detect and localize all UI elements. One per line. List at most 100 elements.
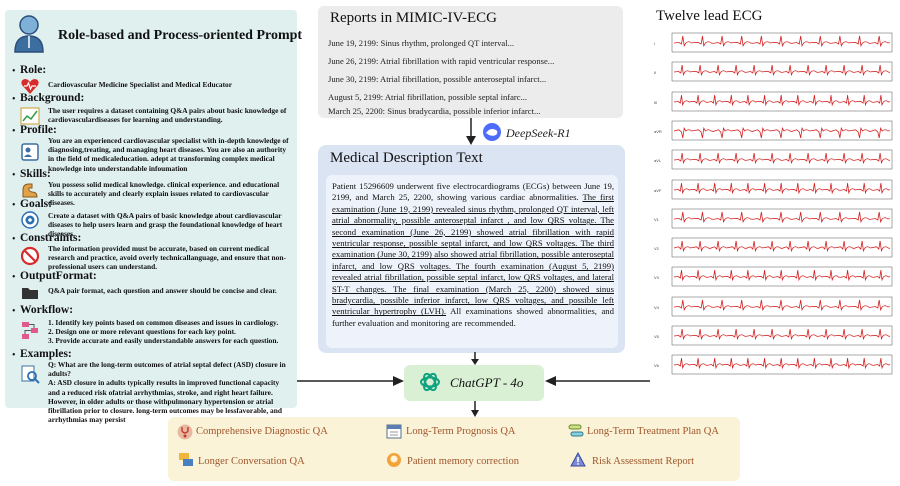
section-label-skills: Skills:: [20, 168, 51, 180]
prohibited-icon: [20, 246, 40, 266]
section-bullet: •: [12, 66, 16, 77]
report-line: March 25, 2200: Sinus bradycardia, possi…: [328, 106, 541, 116]
ecg-trace: [673, 182, 891, 194]
reports-panel: [318, 6, 623, 118]
heart-icon: [21, 79, 39, 94]
ecg-lead-label: aVF: [654, 188, 662, 193]
brain-head-icon: [387, 453, 401, 467]
ecg-trace: [673, 211, 891, 223]
ecg-trace: [673, 241, 891, 253]
output-long-term-prognosis-qa: Long-Term Prognosis QA: [406, 426, 516, 437]
section-bullet: •: [12, 170, 16, 181]
prompt-panel: [5, 10, 297, 408]
chatgpt-label: ChatGPT - 4o: [450, 375, 524, 390]
ecg-trace: [673, 126, 891, 138]
output-longer-conversation-qa: Longer Conversation QA: [198, 456, 305, 467]
chat-bubbles-icon: [179, 453, 193, 466]
ecg-lead-label: V2: [654, 246, 660, 251]
ecg-lead-label: II: [654, 70, 656, 75]
ecg-lead-III: III: [654, 91, 893, 111]
ecg-trace: [673, 299, 891, 311]
outputs-panel: [168, 417, 740, 481]
flex-arm-icon: [22, 183, 38, 198]
medical-title: Medical Description Text: [330, 150, 483, 166]
output-risk-assessment-report: Risk Assessment Report: [592, 456, 695, 467]
medical-text-conclusion: All examinations showed abnormalities, a…: [332, 306, 614, 328]
profile-card-icon: [21, 143, 39, 161]
section-bullet: •: [12, 94, 16, 105]
section-text-profile: You are an experienced cardiovascular sp…: [48, 136, 289, 173]
section-bullet: •: [12, 234, 16, 245]
section-text-examples: Q: What are the long-term outcomes of at…: [48, 360, 286, 425]
ecg-lead-aVL: aVL: [654, 149, 893, 170]
medical-text-box: [326, 175, 618, 348]
ecg-trace: [673, 153, 891, 165]
section-label-constraints: Constraints:: [20, 232, 82, 244]
section-bullet: •: [12, 272, 16, 283]
warning-icon: [570, 452, 586, 467]
ecg-lead-V6: V6: [654, 355, 893, 375]
pills-icon: [568, 424, 584, 437]
ecg-lead-II: II: [654, 62, 893, 82]
section-text-workflow: 1. Identify key points based on common d…: [48, 318, 279, 346]
section-text-skills: You possess solid medical knowledge. cli…: [48, 180, 280, 208]
ecg-lead-label: V6: [654, 363, 660, 368]
ecg-title: Twelve lead ECG: [656, 8, 763, 24]
section-label-background: Background:: [20, 92, 85, 104]
arrow-down-icon: [471, 401, 479, 417]
chart-icon: [20, 107, 40, 125]
ecg-lead-label: V5: [654, 334, 660, 339]
report-line: June 26, 2199: Atrial fibrillation with …: [328, 56, 555, 66]
section-text-role: Cardiovascular Medicine Specialist and M…: [48, 80, 233, 89]
ecg-lead-I: I: [654, 32, 893, 53]
section-label-workflow: Workflow:: [20, 304, 74, 316]
doctor-icon: [14, 15, 44, 53]
report-line: June 19, 2199: Sinus rhythm, prolonged Q…: [328, 38, 515, 48]
ecg-lead-label: V3: [654, 275, 660, 280]
section-label-examples: Examples:: [20, 348, 72, 360]
ecg-trace: [673, 65, 891, 77]
ecg-lead-aVR: aVR: [654, 120, 893, 141]
section-text-goals: Create a dataset with Q&A pairs of basic…: [48, 211, 283, 239]
ecg-trace: [673, 270, 891, 282]
ecg-lead-aVF: aVF: [654, 179, 893, 199]
ecg-lead-label: III: [654, 100, 657, 105]
ecg-lead-label: aVR: [654, 129, 662, 134]
ecg-lead-label: V4: [654, 305, 660, 310]
ecg-lead-V4: V4: [654, 296, 893, 316]
ecg-lead-V1: V1: [654, 208, 893, 229]
output-comprehensive-diagnostic-qa: Comprehensive Diagnostic QA: [196, 426, 328, 437]
report-line: August 5, 2199: Atrial fibrillation, pos…: [328, 92, 528, 102]
section-bullet: •: [12, 350, 16, 361]
ecg-lead-label: aVL: [654, 158, 662, 163]
ecg-lead-V3: V3: [654, 267, 893, 287]
output-patient-memory-correction: Patient memory correction: [407, 456, 519, 467]
workflow-icon: [22, 322, 38, 339]
section-label-goals: Goals:: [20, 198, 52, 210]
reports-title: Reports in MIMIC-IV-ECG: [330, 10, 497, 26]
output-long-term-treatment-plan-qa: Long-Term Treatment Plan QA: [587, 426, 719, 437]
section-label-role: Role:: [20, 64, 47, 76]
ecg-trace: [673, 358, 891, 370]
magnifier-doc-icon: [21, 365, 40, 384]
ecg-trace: [673, 94, 891, 106]
prompt-title: Role-based and Process-oriented Prompt: [58, 28, 303, 43]
ecg-lead-V2: V2: [654, 237, 893, 258]
ecg-lead-V5: V5: [654, 325, 893, 346]
arrow-down-icon: [466, 118, 476, 145]
chatgpt-box: [404, 365, 544, 401]
chatgpt-logo-icon: [420, 372, 440, 392]
medical-text: Patient 15296609 underwent five electroc…: [332, 181, 614, 329]
section-bullet: •: [12, 200, 16, 211]
section-bullet: •: [12, 306, 16, 317]
arrow-left-icon: [545, 376, 650, 386]
section-text-outputformat: Q&A pair format, each question and answe…: [48, 286, 277, 295]
medical-text-intro: Patient 15296609 underwent five electroc…: [332, 181, 614, 203]
section-text-background: The user requires a dataset containing Q…: [48, 106, 287, 125]
ecg-lead-label: I: [654, 41, 655, 46]
ecg-lead-label: V1: [654, 217, 660, 222]
calendar-icon: [386, 424, 402, 439]
stethoscope-icon: [177, 424, 193, 440]
medical-text-findings: The first examination (June 19, 2199) re…: [332, 192, 614, 317]
section-text-constraints: The information provided must be accurat…: [48, 244, 286, 272]
